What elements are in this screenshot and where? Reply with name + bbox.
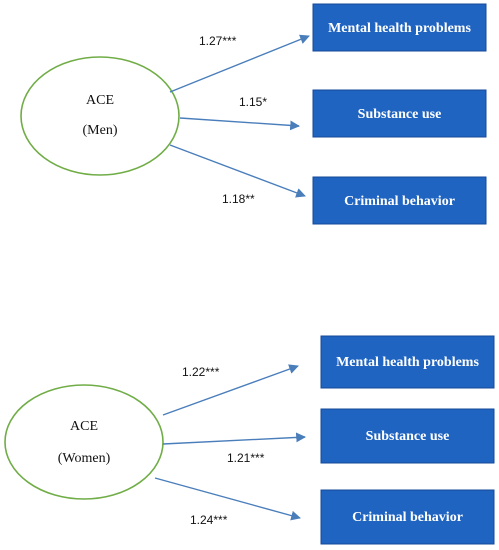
arrow-men-substance-use (179, 117, 300, 131)
arrow-women-criminal-behavior (154, 477, 301, 521)
coef-men-substance-use: 1.15* (239, 95, 267, 109)
arrow-men-criminal-behavior (169, 144, 306, 198)
box-women-criminal-behavior (320, 489, 495, 545)
coef-women-criminal-behavior: 1.24*** (190, 513, 228, 527)
box-men-criminal-behavior (312, 176, 487, 225)
coef-women-substance-use: 1.21*** (227, 451, 265, 465)
box-women-criminal-behavior-label: Criminal behavior (352, 510, 463, 525)
box-men-substance-use-label: Substance use (358, 107, 442, 122)
box-men-mental-health (312, 3, 487, 52)
box-women-substance-use (320, 408, 495, 464)
panel-women: ACE (Women) 1.22*** 1.21*** 1.24*** Ment… (4, 335, 495, 545)
box-men-substance-use (312, 89, 487, 138)
box-men-mental-health-label: Mental health problems (328, 21, 471, 36)
arrow-women-substance-use (162, 432, 306, 445)
arrow-men-mental-health (169, 34, 310, 93)
ace-men-label: ACE (86, 93, 114, 108)
ace-women-group-label: (Women) (58, 451, 111, 466)
box-women-substance-use-label: Substance use (366, 429, 450, 444)
ace-women-ellipse (4, 384, 164, 500)
panel-men: ACE (Men) 1.27*** 1.15* 1.18** Mental he… (20, 3, 487, 225)
ace-men-group-label: (Men) (83, 123, 118, 138)
coef-women-mental-health: 1.22*** (182, 365, 220, 379)
box-men-criminal-behavior-label: Criminal behavior (344, 194, 455, 209)
coef-men-criminal-behavior: 1.18** (222, 192, 255, 206)
ace-women-label: ACE (70, 419, 98, 434)
arrow-women-mental-health (162, 364, 299, 416)
box-women-mental-health (320, 335, 495, 389)
ace-men-ellipse (20, 56, 180, 176)
coef-men-mental-health: 1.27*** (199, 34, 237, 48)
box-women-mental-health-label: Mental health problems (336, 355, 479, 370)
